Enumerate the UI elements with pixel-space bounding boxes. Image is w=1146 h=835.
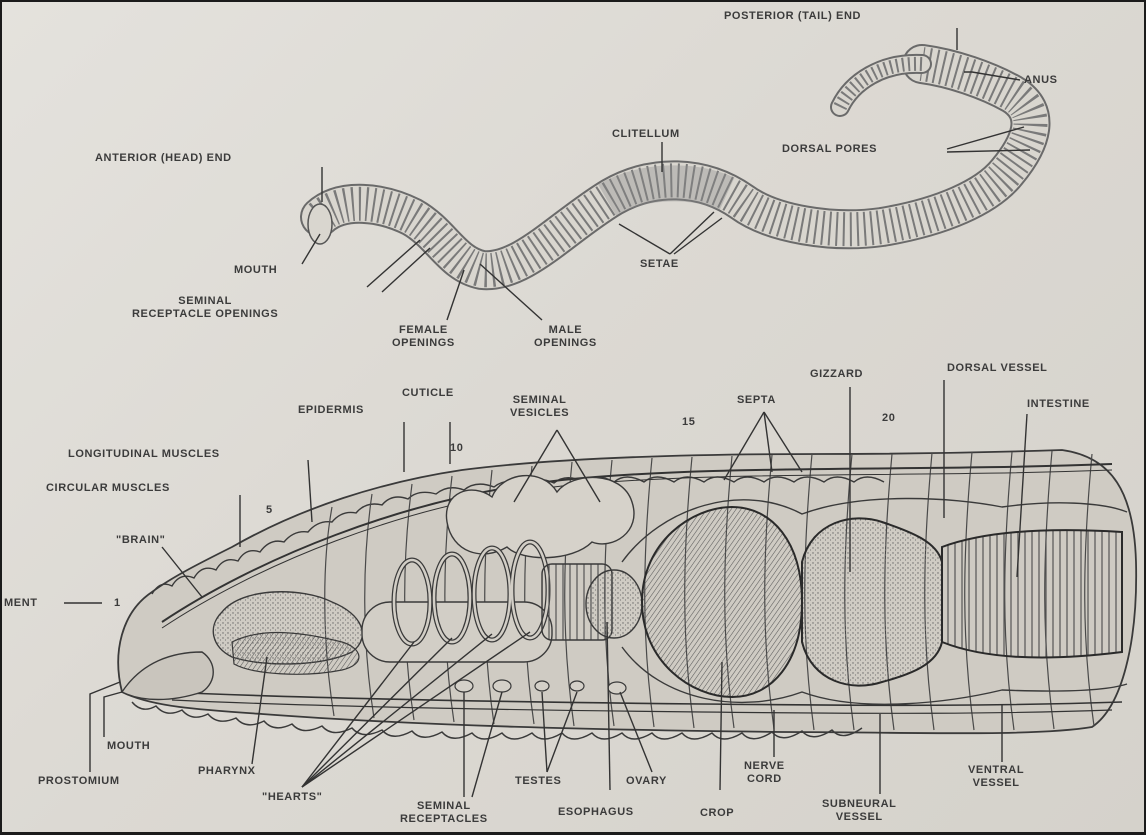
label-nerve-cord: NERVE CORD — [744, 760, 785, 786]
label-dorsal-pores: DORSAL PORES — [782, 143, 877, 156]
label-circular-muscles: CIRCULAR MUSCLES — [46, 482, 170, 495]
segment-number-1: 1 — [114, 597, 121, 610]
segment-number-15: 15 — [682, 416, 695, 429]
label-mouth-bottom: MOUTH — [107, 740, 150, 753]
segment-number-5: 5 — [266, 504, 273, 517]
label-intestine: INTESTINE — [1027, 398, 1090, 411]
label-crop: CROP — [700, 807, 734, 820]
label-pharynx: PHARYNX — [198, 765, 256, 778]
label-longitudinal-muscles: LONGITUDINAL MUSCLES — [68, 448, 220, 461]
label-seminal-vesicles: SEMINAL VESICLES — [510, 394, 569, 420]
segment-number-10: 10 — [450, 442, 463, 455]
label-cuticle: CUTICLE — [402, 387, 454, 400]
label-posterior-tail-end: POSTERIOR (TAIL) END — [724, 10, 861, 23]
label-septa: SEPTA — [737, 394, 776, 407]
label-esophagus: ESOPHAGUS — [558, 806, 634, 819]
label-setae: SETAE — [640, 258, 679, 271]
label-prostomium: PROSTOMIUM — [38, 775, 120, 788]
dissection-drawing — [118, 450, 1136, 739]
label-epidermis: EPIDERMIS — [298, 404, 364, 417]
label-brain: "BRAIN" — [116, 534, 165, 547]
label-segment: MENT — [4, 597, 38, 610]
label-seminal-receptacles: SEMINAL RECEPTACLES — [400, 800, 488, 826]
label-subneural-vessel: SUBNEURAL VESSEL — [822, 798, 896, 824]
label-male-openings: MALE OPENINGS — [534, 324, 597, 350]
whole-worm-drawing — [308, 64, 1031, 270]
label-anus: ANUS — [1024, 74, 1058, 87]
label-female-openings: FEMALE OPENINGS — [392, 324, 455, 350]
label-anterior-head-end: ANTERIOR (HEAD) END — [95, 152, 232, 165]
label-gizzard: GIZZARD — [810, 368, 863, 381]
label-ovary: OVARY — [626, 775, 667, 788]
label-clitellum: CLITELLUM — [612, 128, 680, 141]
segment-number-20: 20 — [882, 412, 895, 425]
label-hearts: "HEARTS" — [262, 791, 322, 804]
label-seminal-receptacle-openings: SEMINAL RECEPTACLE OPENINGS — [132, 295, 278, 321]
label-ventral-vessel: VENTRAL VESSEL — [968, 764, 1024, 790]
label-testes: TESTES — [515, 775, 561, 788]
label-dorsal-vessel: DORSAL VESSEL — [947, 362, 1048, 375]
label-mouth-top: MOUTH — [234, 264, 277, 277]
